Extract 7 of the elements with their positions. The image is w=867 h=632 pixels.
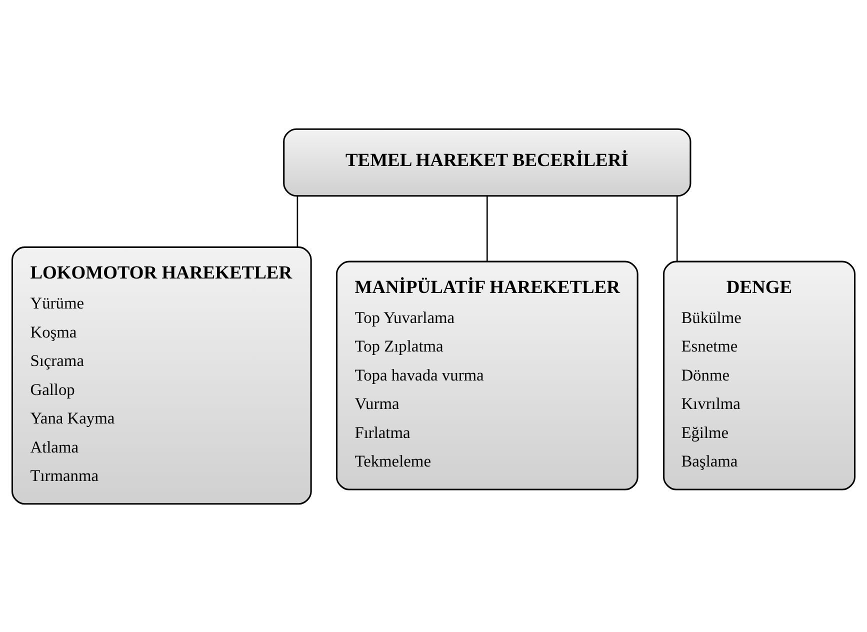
connector xyxy=(486,196,488,261)
node-box: MANİPÜLATİF HAREKETLER Top Yuvarlama Top Zıplatma Topa havada vurma Vurma Fırlatma Tekmeleme xyxy=(336,260,638,490)
node-box: DENGE Bükülme Esnetme Dönme Kıvrılma Eğilme Başlama xyxy=(663,260,856,490)
node-box: LOKOMOTOR HAREKETLER Yürüme Koşma Sıçrama Gallop Yana Kayma Atlama Tırmanma xyxy=(11,246,312,504)
connector xyxy=(296,196,298,246)
node-box: TEMEL HAREKET BECERİLERİ xyxy=(283,128,692,196)
connector xyxy=(676,196,678,261)
